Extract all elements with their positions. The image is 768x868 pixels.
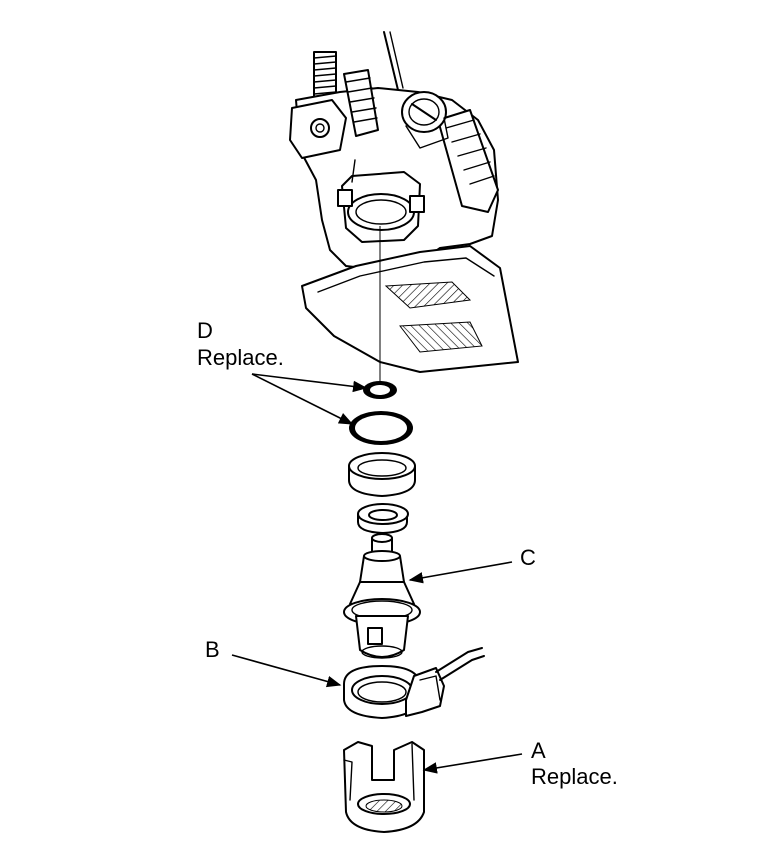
o-ring-small <box>363 381 397 399</box>
callout-d-note: Replace. <box>197 345 284 370</box>
callout-d-letter: D <box>197 318 213 343</box>
bulb-socket-shaft <box>343 533 421 659</box>
leader-c <box>408 561 513 584</box>
callout-c: C <box>520 545 536 570</box>
threaded-stud <box>313 51 337 101</box>
bushing-small <box>357 503 409 534</box>
callout-d: D Replace. <box>197 318 284 370</box>
slotted-sleeve <box>343 741 425 833</box>
leader-d-large <box>251 373 354 425</box>
housing-assembly <box>289 31 519 373</box>
lens-reflector <box>301 245 519 373</box>
leader-lines <box>231 373 523 774</box>
screw-cap <box>401 91 449 149</box>
leader-a <box>422 753 523 774</box>
leader-b <box>231 654 342 688</box>
hose-left <box>343 69 379 137</box>
callout-c-letter: C <box>520 545 536 570</box>
callout-a-note: Replace. <box>531 764 618 789</box>
retainer-ring-with-wire <box>343 647 485 719</box>
o-ring-large <box>349 411 413 445</box>
callout-a: A Replace. <box>531 738 618 789</box>
leader-d-small <box>251 373 368 393</box>
socket-collar <box>337 159 425 243</box>
callout-b: B <box>205 637 220 662</box>
callout-a-letter: A <box>531 738 546 763</box>
bushing-large <box>348 452 416 497</box>
hose-right <box>437 109 499 213</box>
callout-b-letter: B <box>205 637 220 662</box>
